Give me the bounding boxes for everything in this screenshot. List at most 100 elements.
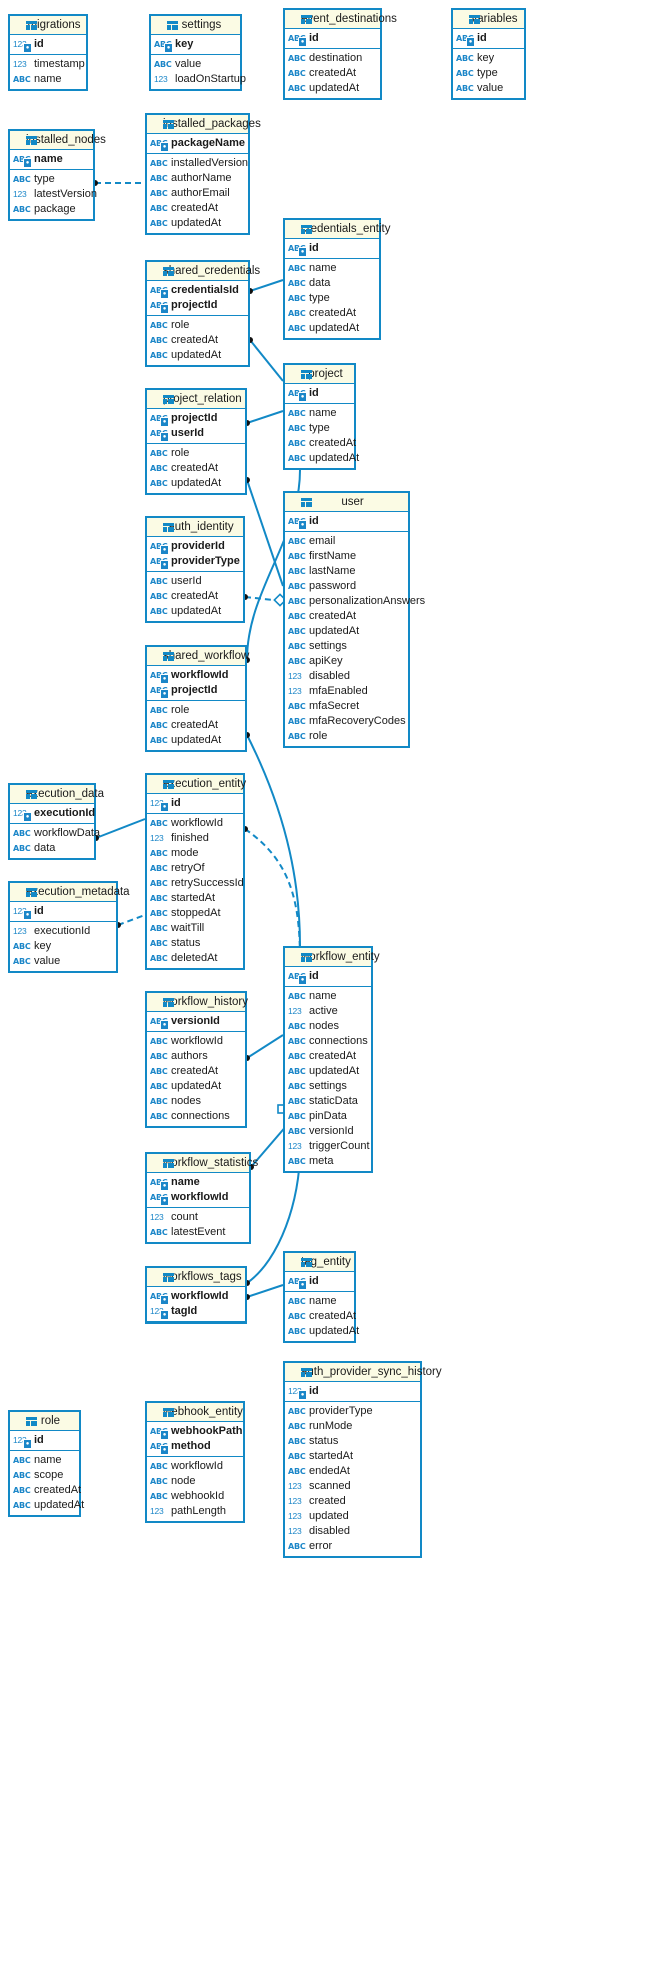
column-name: name bbox=[34, 1454, 62, 1466]
table-icon bbox=[301, 953, 312, 962]
column-name: retryOf bbox=[171, 862, 205, 874]
column-type-code: ABC bbox=[150, 321, 168, 330]
column-name: value bbox=[175, 58, 202, 70]
pk-column-row: 123●tagId bbox=[147, 1304, 245, 1320]
column-type-code: ABC bbox=[288, 1437, 306, 1446]
primary-key-icon: ● bbox=[160, 802, 169, 812]
column-name: key bbox=[477, 52, 495, 64]
rel-auth-identity-user bbox=[244, 596, 284, 602]
entity-title-bar: shared_workflow bbox=[147, 647, 249, 666]
table-icon bbox=[163, 780, 174, 789]
entity-title-bar: execution_entity bbox=[147, 775, 246, 794]
primary-key-icon: ● bbox=[160, 1430, 169, 1440]
column-type-code: ABC bbox=[150, 686, 168, 695]
table-icon bbox=[26, 1417, 37, 1426]
column-name: latestEvent bbox=[171, 1226, 226, 1238]
entity-title-bar: settings bbox=[151, 16, 240, 35]
column-name: updatedAt bbox=[34, 1499, 85, 1511]
column-name: type bbox=[477, 67, 498, 79]
column-name: retrySuccessId bbox=[171, 877, 244, 889]
primary-key-icon: ● bbox=[298, 247, 307, 257]
column-type-code: ABC bbox=[288, 1097, 306, 1106]
column-type-code: ABC bbox=[13, 844, 31, 853]
column-type-code: ABC bbox=[150, 204, 168, 213]
column-name: createdAt bbox=[171, 590, 219, 602]
rel-execution-metadata-execution-entity bbox=[117, 914, 146, 926]
column-name: createdAt bbox=[309, 437, 357, 449]
entity-name: installed_nodes bbox=[26, 134, 106, 146]
rel-workflow-history-workflow-entity bbox=[246, 1034, 284, 1059]
primary-key-icon: ● bbox=[466, 37, 475, 47]
pk-column-row: ABC●userId bbox=[147, 426, 245, 442]
column-name: createdAt bbox=[309, 307, 357, 319]
entity-title-bar: execution_data bbox=[10, 785, 104, 804]
column-type-code: ABC bbox=[288, 69, 306, 78]
entity-name: workflow_entity bbox=[301, 951, 380, 963]
entity-name: credentials_entity bbox=[301, 223, 391, 235]
primary-key-icon: ● bbox=[23, 1439, 32, 1449]
column-name: startedAt bbox=[309, 1450, 354, 1462]
column-type-code: ABC bbox=[13, 1456, 31, 1465]
entity-title-bar: event_destinations bbox=[285, 10, 397, 29]
rel-execution-entity-workflow-entity bbox=[244, 828, 301, 961]
pk-column-row: ABC●name bbox=[147, 1175, 249, 1191]
primary-key-icon: ● bbox=[298, 520, 307, 530]
primary-key-group: ABC●id bbox=[285, 29, 380, 49]
column-name: pathLength bbox=[171, 1505, 227, 1517]
column-name: apiKey bbox=[309, 655, 343, 667]
column-type-code: ABC bbox=[150, 1052, 168, 1061]
primary-key-group: ABC●id bbox=[285, 512, 408, 532]
column-type-code: 123 bbox=[150, 833, 164, 843]
column-type-code: ABC bbox=[288, 597, 306, 606]
pk-column-row: ABC●projectId bbox=[147, 411, 245, 427]
column-type-code: ABC bbox=[13, 175, 31, 184]
column-name: versionId bbox=[171, 1015, 220, 1027]
pk-column-row: ABC●packageName bbox=[147, 136, 248, 152]
pk-column-row: 123●id bbox=[285, 1384, 420, 1400]
column-name: id bbox=[309, 1385, 319, 1397]
